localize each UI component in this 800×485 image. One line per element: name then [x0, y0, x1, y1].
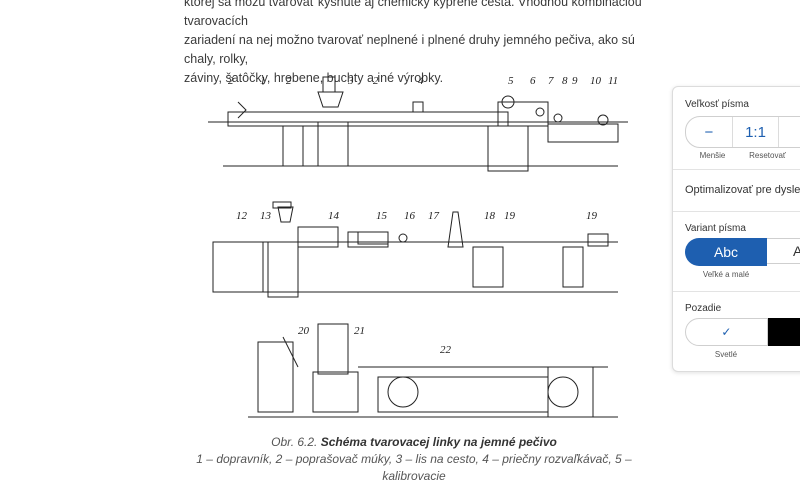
paragraph-line: záviny, šatôčky, hrebene, buchty a iné v…	[184, 71, 444, 85]
divider	[673, 211, 800, 212]
figure-label: 12	[236, 210, 248, 222]
variant-other-button[interactable]: A	[767, 238, 800, 264]
paragraph-line: ktorej sa môžu tvarovať kysnuté aj chemi…	[184, 0, 642, 28]
caption-legend: 1 – dopravník, 2 – poprašovač múky, 3 – …	[196, 452, 632, 483]
figure-label: 20	[298, 325, 310, 337]
figure-label: 2	[286, 75, 292, 87]
checkmark-icon: ✓	[721, 325, 732, 339]
figure-label: 15	[376, 210, 388, 222]
figure-label: 21	[354, 325, 365, 337]
figure-machine-schematic: 2 1 2 3 2 4 5 6 7 8 9 10 11 12 13 14 15 …	[208, 75, 628, 418]
decrease-font-label: Menšie	[699, 151, 726, 160]
background-light-button[interactable]: ✓	[685, 318, 768, 346]
figure-label: 13	[260, 210, 272, 222]
font-variant-control: Abc A	[685, 238, 800, 266]
figure-label: 3	[347, 75, 354, 87]
increase-font-button[interactable]	[779, 117, 800, 147]
font-size-control: − 1:1	[685, 116, 800, 148]
reset-font-label: Resetovať	[749, 151, 786, 160]
figure-label: 2	[228, 75, 234, 87]
figure-caption: Obr. 6.2. Schéma tvarovacej linky na jem…	[184, 434, 644, 485]
figure-label: 22	[440, 344, 452, 356]
background-title: Pozadie	[685, 303, 722, 314]
background-light-label: Svetlé	[714, 350, 738, 359]
divider	[673, 291, 800, 292]
reset-font-button[interactable]: 1:1	[733, 117, 780, 147]
figure-label: 11	[608, 75, 618, 87]
figure-label: 18	[484, 210, 496, 222]
font-size-title: Veľkosť písma	[685, 99, 749, 110]
decrease-font-button[interactable]: −	[686, 117, 733, 147]
figure-label: 7	[548, 75, 554, 87]
caption-label: Obr. 6.2.	[271, 435, 318, 449]
figure-label: 6	[530, 75, 536, 87]
figure-label: 19	[586, 210, 598, 222]
font-variant-title: Variant písma	[685, 223, 746, 234]
figure-label: 14	[328, 210, 340, 222]
figure-label: 9	[572, 75, 578, 87]
background-dark-label: T	[793, 350, 800, 359]
figure-label: 16	[404, 210, 416, 222]
figure-label: 10	[590, 75, 602, 87]
caption-title: Schéma tvarovacej linky na jemné pečivo	[320, 435, 557, 449]
figure-label: 19	[504, 210, 516, 222]
background-dark-button[interactable]	[767, 318, 800, 346]
variant-other-label: V	[793, 270, 800, 279]
figure-label: 17	[428, 210, 440, 222]
figure-label: 4	[418, 75, 424, 87]
accessibility-panel: Veľkosť písma − 1:1 Menšie Resetovať Opt…	[672, 86, 800, 372]
variant-mixed-case-label: Veľké a malé	[702, 270, 750, 279]
article-paragraph: ktorej sa môžu tvarovať kysnuté aj chemi…	[184, 0, 644, 88]
divider	[673, 169, 800, 170]
background-control: ✓	[685, 318, 800, 346]
paragraph-line: zariadení na nej možno tvarovať neplnené…	[184, 33, 635, 66]
variant-mixed-case-button[interactable]: Abc	[685, 238, 767, 266]
dyslexia-toggle[interactable]: Optimalizovať pre dyslexiu	[685, 184, 800, 196]
figure-label: 1	[260, 75, 266, 87]
figure-label: 2	[373, 75, 379, 87]
figure-label: 5	[508, 75, 514, 87]
figure-label: 8	[562, 75, 568, 87]
